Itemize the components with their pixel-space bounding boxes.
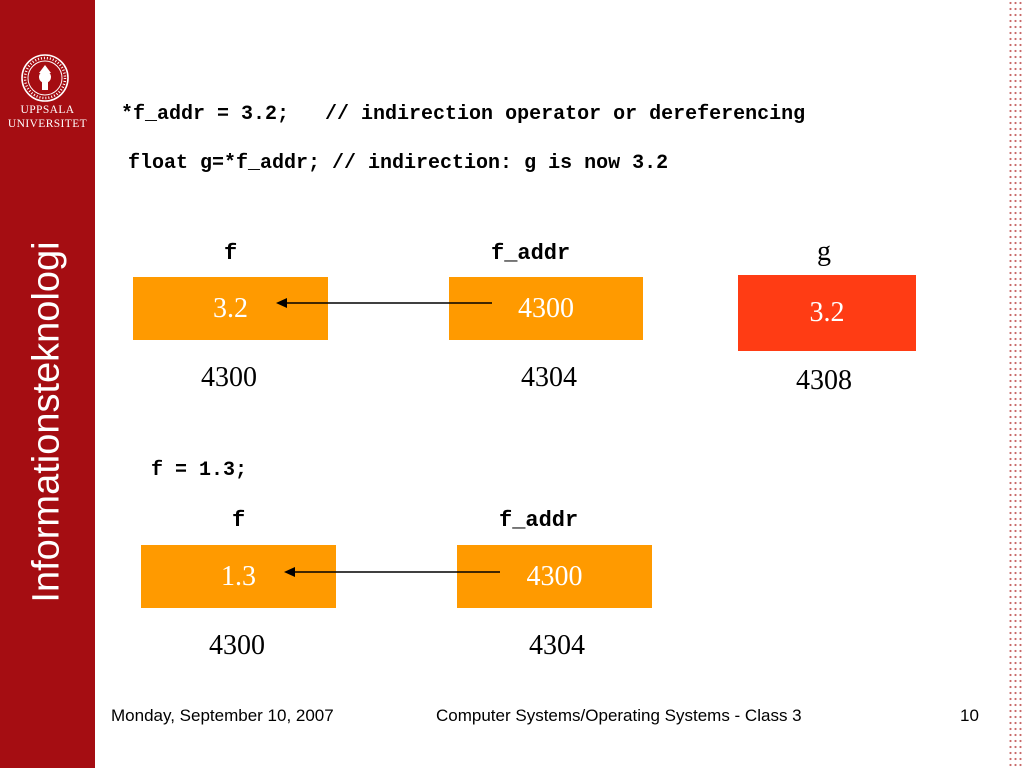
box-f: 3.2 <box>133 277 328 340</box>
value-g: 3.2 <box>809 297 845 328</box>
university-name-line1: UPPSALA <box>20 104 75 116</box>
address-f-addr: 4304 <box>521 362 577 393</box>
label-f-addr: f_addr <box>491 241 571 266</box>
value-f: 3.2 <box>213 292 248 324</box>
code-line-assign-f: f = 1.3; <box>151 459 248 482</box>
label-f-addr-2: f_addr <box>499 508 579 533</box>
address-g: 4308 <box>796 365 852 396</box>
label-f-2: f <box>232 508 246 533</box>
code-line-dereference: *f_addr = 3.2; // indirection operator o… <box>121 103 806 126</box>
box-g: 3.2 <box>738 275 916 351</box>
pointer-arrow-1 <box>276 298 492 308</box>
label-f: f <box>224 241 238 266</box>
box-f-addr: 4300 <box>449 277 643 340</box>
university-seal-icon <box>21 54 69 102</box>
university-name-line2: UNIVERSITET <box>7 118 88 130</box>
value-f-addr: 4300 <box>518 292 574 324</box>
address-f: 4300 <box>201 362 257 393</box>
box-f-addr-2: 4300 <box>457 545 652 608</box>
value-f-2: 1.3 <box>221 560 256 592</box>
address-f-addr-2: 4304 <box>529 630 585 661</box>
address-f-2: 4300 <box>209 630 265 661</box>
footer-page-number: 10 <box>960 706 979 725</box>
value-f-addr-2: 4300 <box>526 560 583 592</box>
sidebar: UPPSALA UNIVERSITET Informationsteknolog… <box>0 0 95 768</box>
footer-date: Monday, September 10, 2007 <box>111 706 334 725</box>
footer-course: Computer Systems/Operating Systems - Cla… <box>436 706 802 725</box>
label-g: g <box>817 236 831 267</box>
code-line-float-g: float g=*f_addr; // indirection: g is no… <box>128 152 669 175</box>
dotted-rule <box>1008 0 1024 768</box>
pointer-arrow-2 <box>284 567 500 577</box>
department-label: Informationsteknologi <box>25 241 68 603</box>
box-f-2: 1.3 <box>141 545 336 608</box>
